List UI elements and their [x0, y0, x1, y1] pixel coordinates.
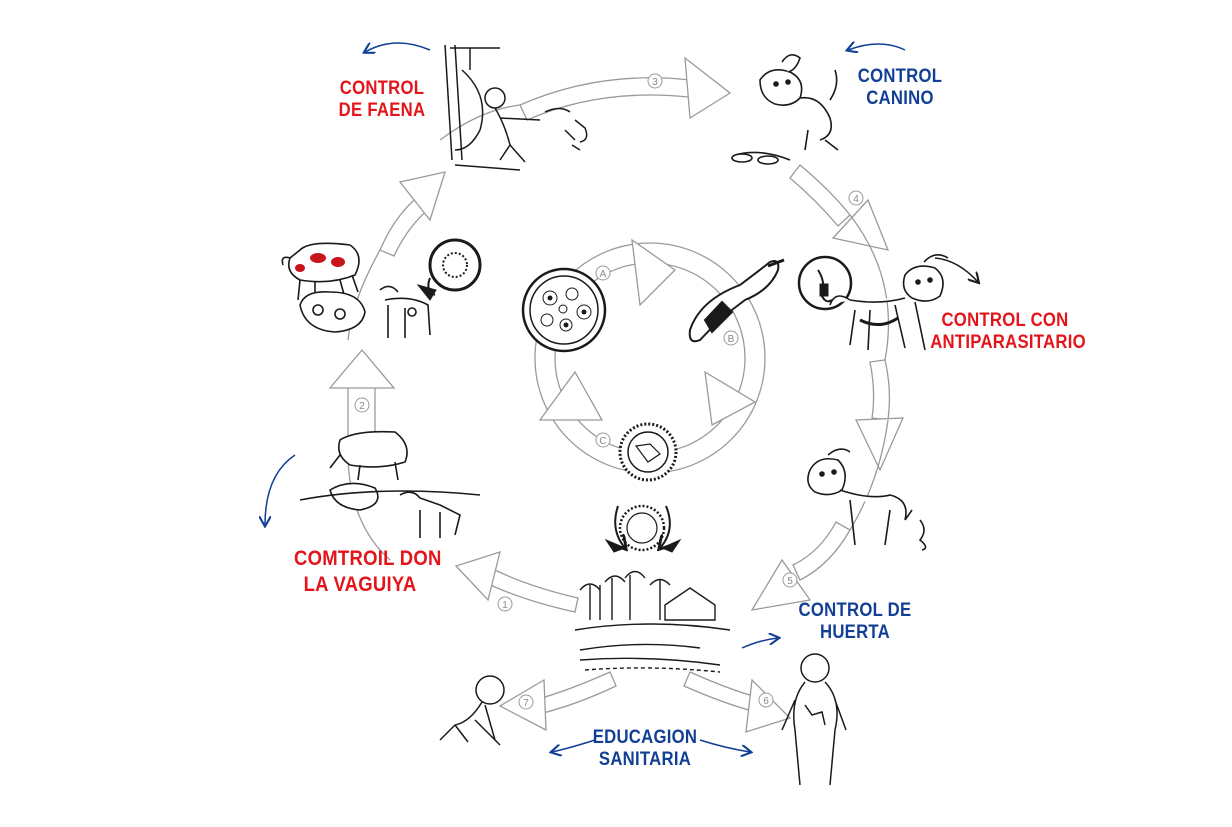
label-control-huerta-line1: CONTROL DE	[798, 600, 912, 621]
outer-step-numbers	[354, 73, 864, 710]
label-control-faena-line1: CONTROL	[339, 78, 425, 99]
label-control-vaquilla-line1: COMTROIL DON	[294, 547, 442, 570]
label-control-vaquilla: COMTROIL DON LA VAGUIYA	[294, 546, 442, 598]
egg-rotation-icon	[604, 504, 682, 553]
outer-arrow-3	[519, 56, 732, 121]
outer-arrow-7	[498, 671, 617, 732]
step-label-1: 1	[502, 600, 508, 611]
step-label-5: 5	[787, 576, 793, 587]
label-control-antiparasitario: CONTROL CON ANTIPARASITARIO	[930, 310, 1086, 354]
inner-step-numbers	[595, 265, 739, 448]
label-control-vaquilla-line2: LA VAGUIYA	[303, 573, 417, 596]
step-label-3: 3	[652, 77, 658, 88]
label-control-faena-line2: DE FAENA	[338, 100, 426, 121]
child-crawling-icon	[439, 675, 505, 746]
egg-icon	[618, 422, 678, 482]
inner-arrow-b	[704, 370, 757, 427]
tapeworm-icon	[688, 258, 785, 343]
control-arrows	[265, 43, 978, 752]
inner-step-a: A	[600, 269, 607, 280]
inner-arrow-c	[538, 370, 604, 421]
outer-arrow-6	[683, 671, 792, 733]
outer-arrow-5	[750, 521, 851, 611]
cattle-icon	[281, 242, 360, 301]
label-control-canino: CONTROL CANINO	[856, 66, 944, 110]
outer-arrow-left-upper	[379, 171, 446, 257]
label-control-canino-line2: CANINO	[866, 88, 934, 109]
inner-step-c: C	[599, 436, 606, 447]
label-control-huerta-line2: HUERTA	[819, 622, 891, 643]
child-icon	[781, 653, 847, 786]
outer-arrow-2	[328, 348, 396, 441]
label-control-antiparasitario-line2: ANTIPARASITARIO	[930, 332, 1086, 353]
slaughter-icon	[444, 44, 588, 171]
grazing-livestock-icon	[299, 430, 481, 538]
outer-arrow-4	[789, 164, 890, 251]
dog-icon	[731, 54, 839, 165]
label-control-antiparasitario-line1: CONTROL CON	[941, 310, 1069, 331]
sheep-goat-icon	[299, 285, 431, 338]
dog-antiparasitic-icon	[829, 254, 949, 351]
step-label-4: 4	[853, 194, 859, 205]
label-educacion-sanitaria-line2: SANITARIA	[598, 749, 692, 770]
inner-arrow-a	[631, 238, 677, 307]
step-label-7: 7	[523, 698, 529, 709]
cyst-icon	[521, 267, 607, 353]
outer-arrow-right	[854, 359, 905, 472]
step-label-2: 2	[359, 401, 365, 412]
label-control-huerta: CONTROL DE HUERTA	[798, 600, 912, 644]
step-label-6: 6	[763, 696, 769, 707]
inner-step-b: B	[728, 334, 735, 345]
farm-icon	[574, 570, 731, 673]
outer-cycle	[328, 56, 905, 733]
dog-defecating-icon	[807, 448, 927, 551]
label-educacion-sanitaria-line1: EDUCAGION	[592, 727, 698, 748]
label-control-faena: CONTROL DE FAENA	[329, 78, 435, 122]
outer-arrow-1	[454, 551, 579, 613]
label-control-canino-line1: CONTROL	[857, 66, 943, 87]
label-educacion-sanitaria: EDUCAGION SANITARIA	[592, 727, 698, 771]
egg-livestock-icon	[416, 238, 482, 301]
